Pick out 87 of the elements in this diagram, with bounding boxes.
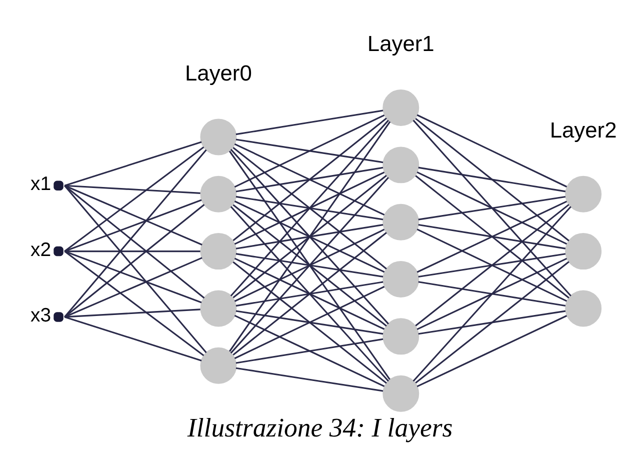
label: Layer1 (367, 30, 434, 56)
connector (418, 280, 566, 306)
connector (64, 140, 202, 186)
connector (236, 252, 384, 277)
connector (64, 250, 202, 303)
connector (236, 166, 384, 192)
node-circle (54, 312, 64, 322)
connector (234, 228, 385, 302)
connector (64, 146, 204, 252)
node-circle (200, 118, 237, 155)
connector (416, 170, 568, 244)
connector (415, 203, 570, 326)
node-circle (565, 175, 602, 212)
connector (64, 184, 205, 298)
connector (64, 308, 200, 318)
connector (234, 142, 385, 216)
connector (412, 206, 572, 382)
connector (412, 119, 572, 296)
connector (230, 206, 389, 382)
node-circle (565, 290, 602, 326)
connector (418, 310, 566, 334)
connector (64, 250, 200, 252)
connector (416, 314, 568, 387)
connector (234, 257, 385, 330)
connector (234, 171, 385, 244)
connector (236, 310, 384, 334)
connector (418, 223, 566, 249)
node-circle (382, 260, 420, 297)
node-circle (565, 232, 602, 270)
connector (236, 138, 384, 163)
connector (418, 252, 566, 278)
connector (230, 148, 389, 324)
connector (234, 314, 385, 387)
connector (230, 119, 389, 296)
connector (232, 204, 387, 326)
connector (236, 338, 384, 364)
node-label: x1 (30, 172, 52, 195)
connector (64, 184, 202, 245)
node-circle (382, 89, 420, 126)
node-circle (200, 175, 237, 212)
connector (232, 174, 387, 298)
connector (64, 316, 202, 361)
connector (228, 150, 390, 380)
connector (64, 198, 202, 252)
connector (234, 285, 385, 359)
connector (416, 257, 568, 330)
connector (415, 174, 570, 298)
connector (64, 184, 207, 353)
connector (64, 256, 202, 318)
connector (415, 260, 570, 384)
connector (418, 195, 566, 220)
connector (64, 203, 205, 318)
label: Layer0 (185, 60, 252, 85)
connector (228, 120, 391, 352)
node-circle (382, 203, 420, 240)
node-circle (382, 318, 420, 354)
node-label: x2 (30, 238, 52, 260)
connector (230, 176, 389, 354)
connector (232, 117, 387, 241)
connector (232, 232, 387, 355)
connector (64, 184, 200, 194)
node-circle (200, 232, 237, 270)
connector (234, 114, 385, 188)
connector (416, 228, 568, 302)
label: Layer2 (550, 116, 617, 142)
connector (416, 114, 568, 187)
connector (236, 224, 384, 249)
connector (64, 148, 207, 317)
node-circle (200, 290, 237, 326)
connector (232, 146, 387, 269)
node-circle (200, 346, 237, 384)
node-circle (382, 374, 420, 412)
connector (415, 117, 570, 241)
connector (416, 200, 568, 272)
connector (236, 109, 384, 135)
caption: Illustrazione 34: I layers (187, 412, 453, 442)
node-circle (382, 146, 420, 183)
connector (232, 260, 387, 384)
connector (236, 366, 384, 392)
connector (234, 200, 385, 272)
node-circle (54, 180, 64, 190)
connector (236, 280, 384, 306)
node-circle (54, 246, 64, 256)
connector (64, 250, 204, 356)
connector (418, 166, 566, 192)
connector (236, 195, 384, 220)
node-label: x3 (30, 304, 52, 326)
